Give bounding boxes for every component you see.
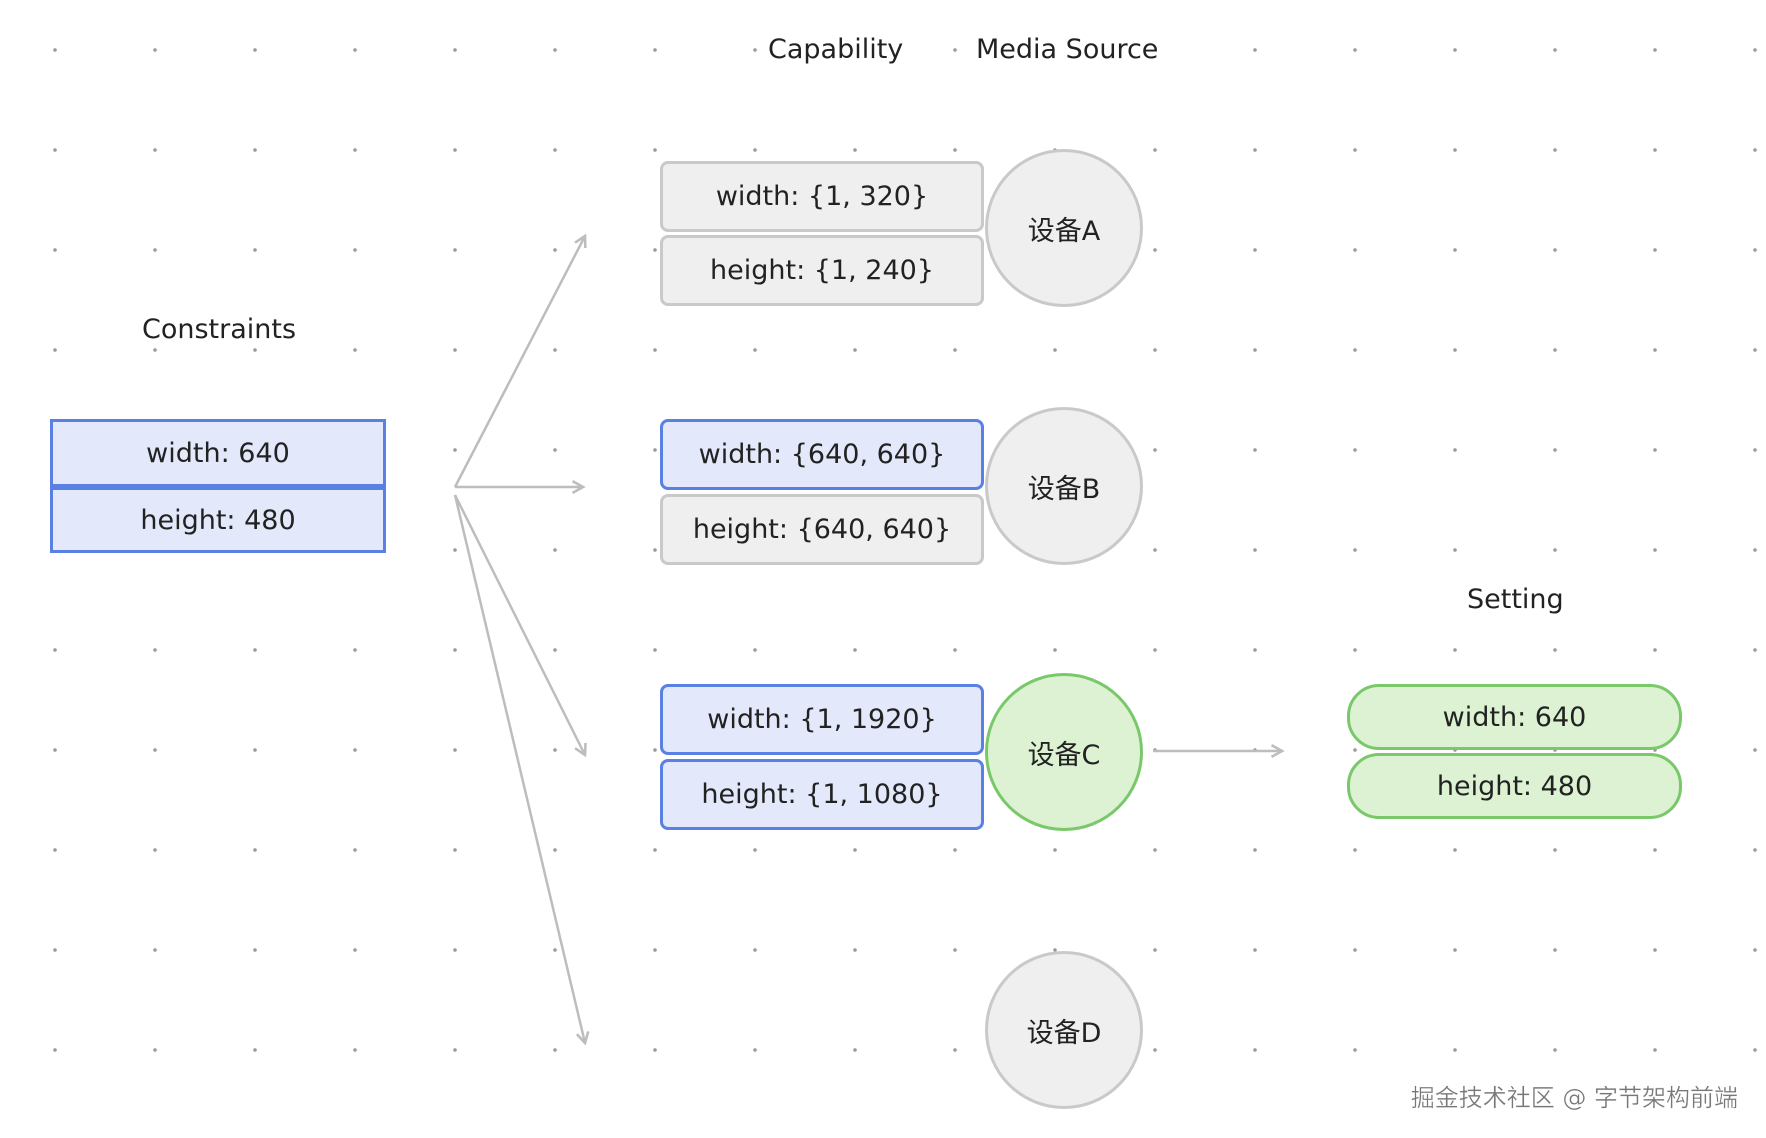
setting-width: width: 640 (1347, 684, 1682, 750)
device-a-height-capability: height: {1, 240} (660, 235, 984, 306)
arrow-to-device-c (453, 494, 585, 755)
arrow-to-device-d (453, 494, 585, 1043)
constraint-height: height: 480 (50, 487, 386, 553)
device-c-width-capability: width: {1, 1920} (660, 684, 984, 755)
device-a-width-capability: width: {1, 320} (660, 161, 984, 232)
device-a: 设备A (985, 149, 1143, 307)
device-c: 设备C (985, 673, 1143, 831)
constraint-width: width: 640 (50, 419, 386, 487)
capability-header: Capability (764, 32, 908, 68)
setting-header: Setting (1463, 582, 1568, 618)
device-b-height-capability: height: {640, 640} (660, 494, 984, 565)
watermark: 掘金技术社区 @ 字节架构前端 (1410, 1084, 1739, 1112)
device-b-width-capability: width: {640, 640} (660, 419, 984, 490)
setting-height: height: 480 (1347, 753, 1682, 819)
arrow-to-device-a (453, 236, 585, 488)
device-b: 设备B (985, 407, 1143, 565)
device-d: 设备D (985, 951, 1143, 1109)
constraints-header: Constraints (138, 312, 301, 348)
device-c-height-capability: height: {1, 1080} (660, 759, 984, 830)
media-source-header: Media Source (972, 32, 1163, 68)
